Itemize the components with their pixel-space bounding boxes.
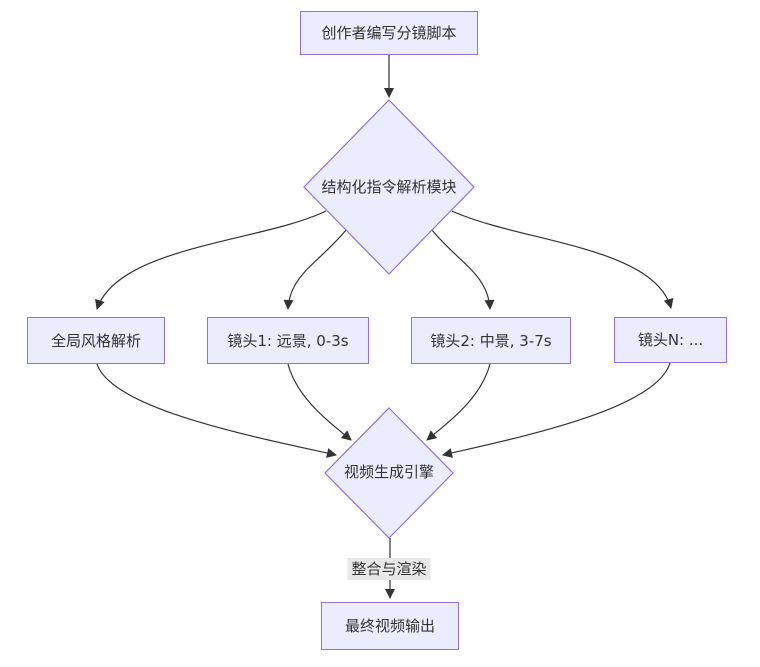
edge-parser-to-shotN	[451, 210, 674, 309]
node-shotN: 镜头N: ...	[614, 317, 727, 363]
decision-parser-label: 结构化指令解析模块	[321, 178, 457, 196]
edge-parser-to-shot1	[283, 229, 347, 310]
edge-style-to-engine	[96, 363, 337, 458]
edge-shot2-to-engine	[426, 363, 491, 441]
decision-engine-shape	[324, 407, 454, 539]
edge-parser-to-style	[95, 210, 327, 310]
node-shot2: 镜头2: 中景, 3-7s	[411, 317, 571, 364]
edge-shotN-to-engine	[442, 362, 671, 458]
decision-parser-shape	[303, 99, 475, 275]
node-shot1: 镜头1: 远景, 0-3s	[207, 317, 369, 364]
edge-shot1-to-engine	[287, 363, 352, 441]
edge-label-render: 整合与渲染	[347, 558, 431, 580]
decision-engine-label: 视频生成引擎	[343, 463, 435, 481]
node-style: 全局风格解析	[27, 317, 165, 364]
node-output: 最终视频输出	[321, 602, 459, 650]
node-script: 创作者编写分镜脚本	[300, 11, 478, 55]
edge-parser-to-shot2	[431, 229, 495, 310]
